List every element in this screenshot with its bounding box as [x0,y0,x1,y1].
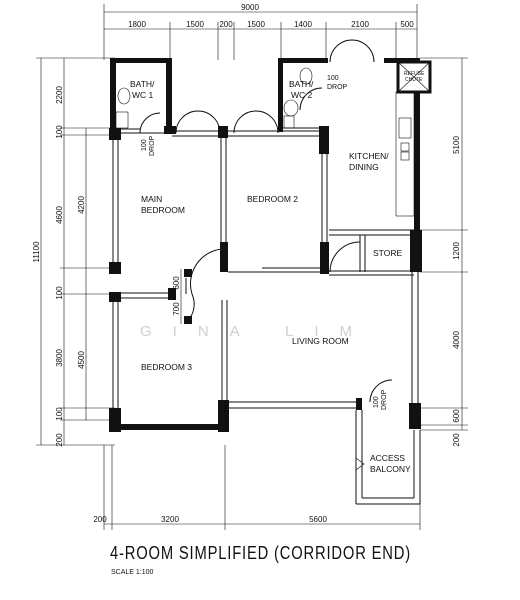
dim-top-5: 1400 [294,20,312,29]
dim-left-7: 200 [55,433,64,447]
drop-labels: 100 DROP 100 DROP 100 DROP [141,75,388,410]
label-store: STORE [373,248,402,258]
dim-left-5: 3800 [55,349,64,367]
dim-interior-1: 600 [172,276,181,290]
watermark: GINA LIM [140,323,374,340]
dim-overall-width: 9000 [241,3,259,12]
interior-walls [116,58,432,400]
dim-left-inner-1: 4200 [77,196,86,214]
plan-title: 4-ROOM SIMPLIFIED (CORRIDOR END) [110,543,411,563]
dim-top-7: 500 [400,20,414,29]
dim-left-6: 100 [55,407,64,421]
dim-top-6: 2100 [351,20,369,29]
label-bath1-line1: BATH/ [130,79,155,89]
label-refuse-line1: REFUSE [404,71,425,77]
dim-left-2: 100 [55,125,64,139]
outer-walls [109,58,422,432]
label-bath2-line1: BATH/ [289,79,314,89]
room-labels: BATH/ WC 1 BATH/ WC 2 MAIN BEDROOM BEDRO… [130,71,425,474]
label-kitchen-line2: DINING [349,162,379,172]
dim-left-4: 100 [55,286,64,300]
dim-right-2: 1200 [452,242,461,260]
label-main-bedroom-line2: BEDROOM [141,205,185,215]
bottom-dimensions: 200 3200 5600 [93,440,421,530]
drop-bath1-text: DROP [149,135,156,156]
dim-left-inner-2: 4500 [77,351,86,369]
dim-top-1: 1800 [128,20,146,29]
doors [139,39,393,403]
dim-right-5: 200 [452,433,461,447]
dim-bottom-2: 3200 [161,515,179,524]
dim-interior-2: 700 [172,302,181,316]
left-dimensions: 11100 2200 100 4600 100 3800 100 200 420… [32,57,115,447]
dim-right-3: 4000 [452,331,461,349]
drop-balcony-value: 100 [373,396,380,408]
dim-left-3: 4600 [55,206,64,224]
drop-bath2-value: 100 [327,75,339,82]
dim-right-4: 600 [452,409,461,423]
label-refuse-line2: CHUTE [405,77,423,83]
top-dimensions: 9000 1800 1500 200 1500 1400 2100 500 [103,3,418,60]
drop-bath2-text: DROP [327,84,348,91]
right-dimensions: 5100 1200 4000 600 200 [420,57,468,447]
label-balcony-line1: ACCESS [370,453,405,463]
label-kitchen-line1: KITCHEN/ [349,151,389,161]
label-bedroom3: BEDROOM 3 [141,362,192,372]
dim-bottom-3: 5600 [309,515,327,524]
dim-right-1: 5100 [452,136,461,154]
dim-top-3: 200 [219,20,233,29]
interior-dimensions: 600 700 [172,269,182,324]
label-balcony-line2: BALCONY [370,464,411,474]
bath-fixtures [115,67,313,129]
label-living-room: LIVING ROOM [292,336,349,346]
dim-left-overall: 11100 [32,241,41,263]
label-main-bedroom-line1: MAIN [141,194,162,204]
dim-left-1: 2200 [55,86,64,104]
dim-top-4: 1500 [247,20,265,29]
access-balcony [355,410,421,505]
label-bath2-line2: WC 2 [291,90,313,100]
scale-note: SCALE 1:100 [111,569,154,576]
dim-top-2: 1500 [186,20,204,29]
dim-bottom-1: 200 [93,515,107,524]
drop-bath1-value: 100 [141,139,148,151]
label-bath1-line2: WC 1 [132,90,154,100]
drop-balcony-text: DROP [381,389,388,410]
label-bedroom2: BEDROOM 2 [247,194,298,204]
